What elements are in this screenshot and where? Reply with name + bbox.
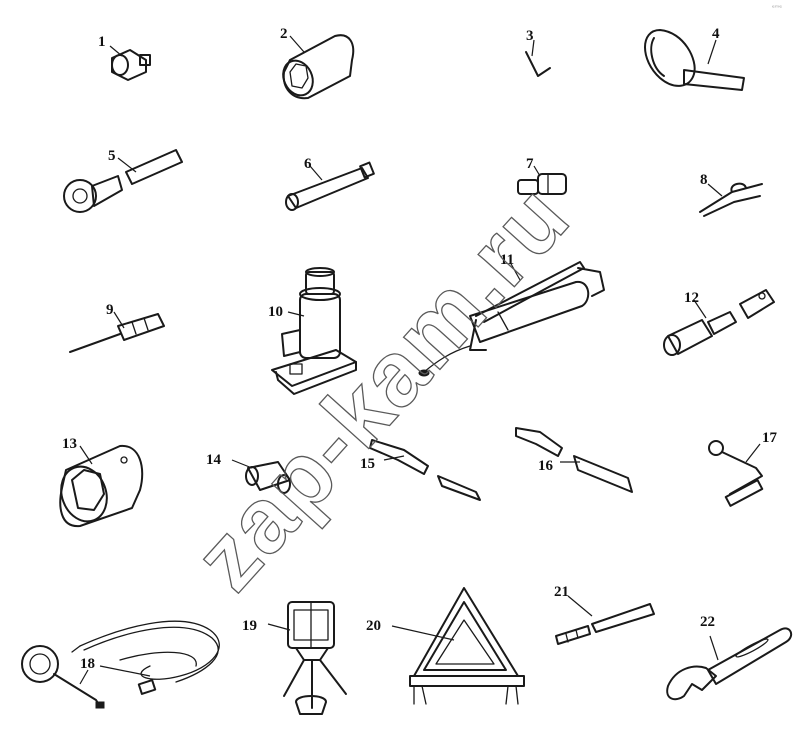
callout-5: 5 (108, 148, 116, 164)
tool-16-tyre-lever: 16 (515, 427, 633, 493)
callout-10: 10 (268, 304, 283, 320)
callout-11: 11 (500, 252, 514, 268)
tool-6-extension-bar: 6 (285, 156, 375, 211)
callout-12: 12 (684, 290, 699, 306)
tool-2-large-socket: 2 (280, 26, 355, 100)
callout-13: 13 (62, 436, 77, 452)
callout-7: 7 (526, 156, 534, 172)
callout-18: 18 (80, 656, 95, 672)
tool-5-ratchet: 5 (63, 148, 183, 213)
tool-21-drift: 21 (554, 584, 655, 645)
tool-8-pliers: 8 (699, 172, 763, 217)
tool-18-inflation-hose: 18 (21, 620, 220, 709)
tool-1-socket-adapter: 1 (98, 34, 151, 81)
tool-22-adjustable-spanner: 22 (666, 614, 793, 701)
tool-20-warning-triangle: 20 (366, 587, 525, 705)
callout-8: 8 (700, 172, 708, 188)
callout-20: 20 (366, 618, 381, 634)
tool-17-crank-wrench: 17 (708, 430, 778, 507)
tool-7-universal-joint: 7 (517, 156, 567, 195)
callout-15: 15 (360, 456, 375, 472)
tool-14-double-socket: 14 (206, 452, 291, 494)
tool-3-hex-key: 3 (525, 28, 551, 77)
tool-10-bottle-jack: 10 (268, 267, 357, 395)
callout-22: 22 (700, 614, 715, 630)
tool-9-screwdriver: 9 (69, 302, 165, 353)
callout-9: 9 (106, 302, 114, 318)
tool-12-spark-plug-socket: 12 (663, 289, 775, 356)
callout-21: 21 (554, 584, 569, 600)
callout-17: 17 (762, 430, 778, 446)
callout-2: 2 (280, 26, 288, 42)
callout-1: 1 (98, 34, 106, 50)
callout-6: 6 (304, 156, 312, 172)
callout-4: 4 (712, 26, 720, 42)
tool-13-hub-nut-socket: 13 (59, 436, 144, 528)
tool-15-tyre-levers: 15 (360, 439, 481, 501)
tool-19-inspection-lamp: 19 (242, 601, 347, 715)
corner-mark: ᵉᵐᵉ (772, 4, 782, 12)
tool-4-strap-wrench: 4 (644, 26, 745, 91)
tool-11-grease-gun: 11 (418, 252, 605, 377)
callout-14: 14 (206, 452, 222, 468)
callout-3: 3 (526, 28, 534, 44)
callout-16: 16 (538, 458, 554, 474)
watermark: zap-kam.ru (175, 165, 589, 609)
callout-19: 19 (242, 618, 257, 634)
